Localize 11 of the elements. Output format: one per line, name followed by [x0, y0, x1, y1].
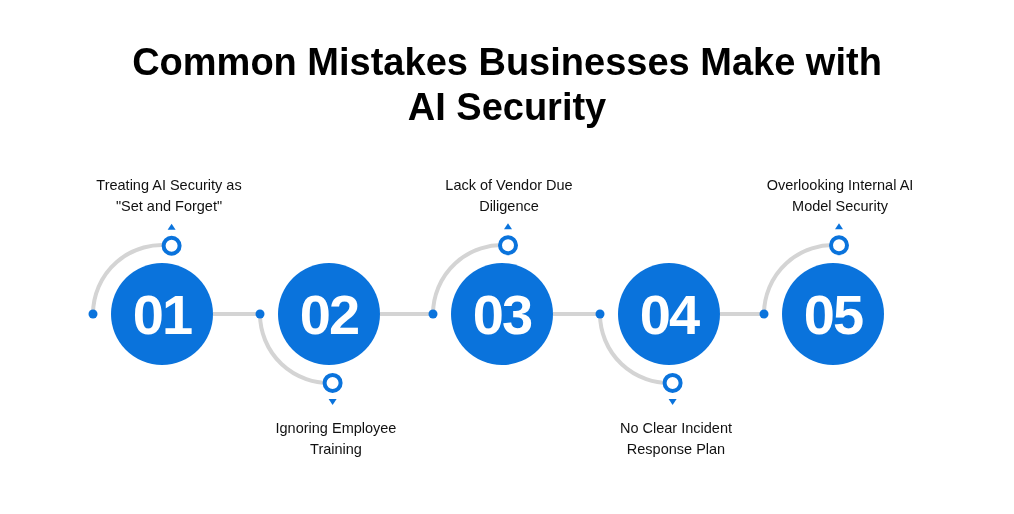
number-circle: 04	[618, 263, 720, 365]
number-circle: 05	[782, 263, 884, 365]
step-caption: Ignoring Employee Training	[274, 419, 398, 459]
step-caption: Overlooking Internal AI Model Security	[765, 176, 915, 216]
step-caption: Lack of Vendor Due Diligence	[444, 176, 574, 216]
number-circle: 01	[111, 263, 213, 365]
step-caption: Treating AI Security as "Set and Forget"	[95, 176, 243, 216]
number-circle: 02	[278, 263, 380, 365]
step-caption: No Clear Incident Response Plan	[619, 419, 733, 459]
number-circle: 03	[451, 263, 553, 365]
diagram-title: Common Mistakes Businesses Make with AI Security	[131, 40, 883, 130]
